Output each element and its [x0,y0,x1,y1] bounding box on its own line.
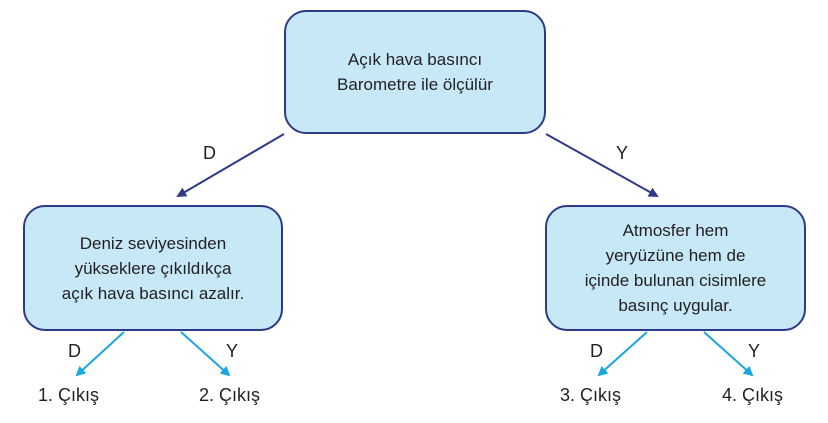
left-node-text: Deniz seviyesinden yükseklere çıkıldıkça… [62,231,244,306]
label-left-false: Y [226,341,239,361]
arrow-right-to-output-3 [597,331,648,377]
label-left-true: D [68,341,81,361]
left-line-3: açık hava basıncı azalır. [61,283,245,303]
arrow-root-to-right [545,133,659,197]
root-node-text: Açık hava basıncı Barometre ile ölçülür [337,47,493,97]
left-line-1: Deniz seviyesinden [79,233,227,253]
root-line-1: Açık hava basıncı [347,50,483,69]
arrow-left-to-output-2 [180,331,231,377]
right-line-4: basınç uygular. [618,296,733,315]
label-root-false: Y [616,143,629,163]
output-4: 4. Çıkış [722,385,784,405]
output-1: 1. Çıkış [38,385,100,405]
output-2: 2. Çıkış [199,385,261,405]
output-3: 3. Çıkış [560,385,622,405]
label-right-false: Y [748,341,761,361]
label-root-true: D [203,143,216,163]
right-line-3: içinde bulunan cisimlere [584,271,767,290]
left-node: Deniz seviyesinden yükseklere çıkıldıkça… [23,205,283,331]
root-node: Açık hava basıncı Barometre ile ölçülür [284,10,546,134]
root-line-2: Barometre ile ölçülür [337,75,493,94]
right-line-1: Atmosfer hem [622,221,729,240]
right-node-text: Atmosfer hem yeryüzüne hem de içinde bul… [585,218,766,318]
right-node: Atmosfer hem yeryüzüne hem de içinde bul… [545,205,806,331]
arrow-left-to-output-1 [75,331,125,377]
arrow-root-to-left [176,133,285,198]
arrow-right-to-output-4 [703,331,754,377]
label-right-true: D [590,341,603,361]
left-line-2: yükseklere çıkıldıkça [74,258,232,278]
right-line-2: yeryüzüne hem de [605,246,746,265]
